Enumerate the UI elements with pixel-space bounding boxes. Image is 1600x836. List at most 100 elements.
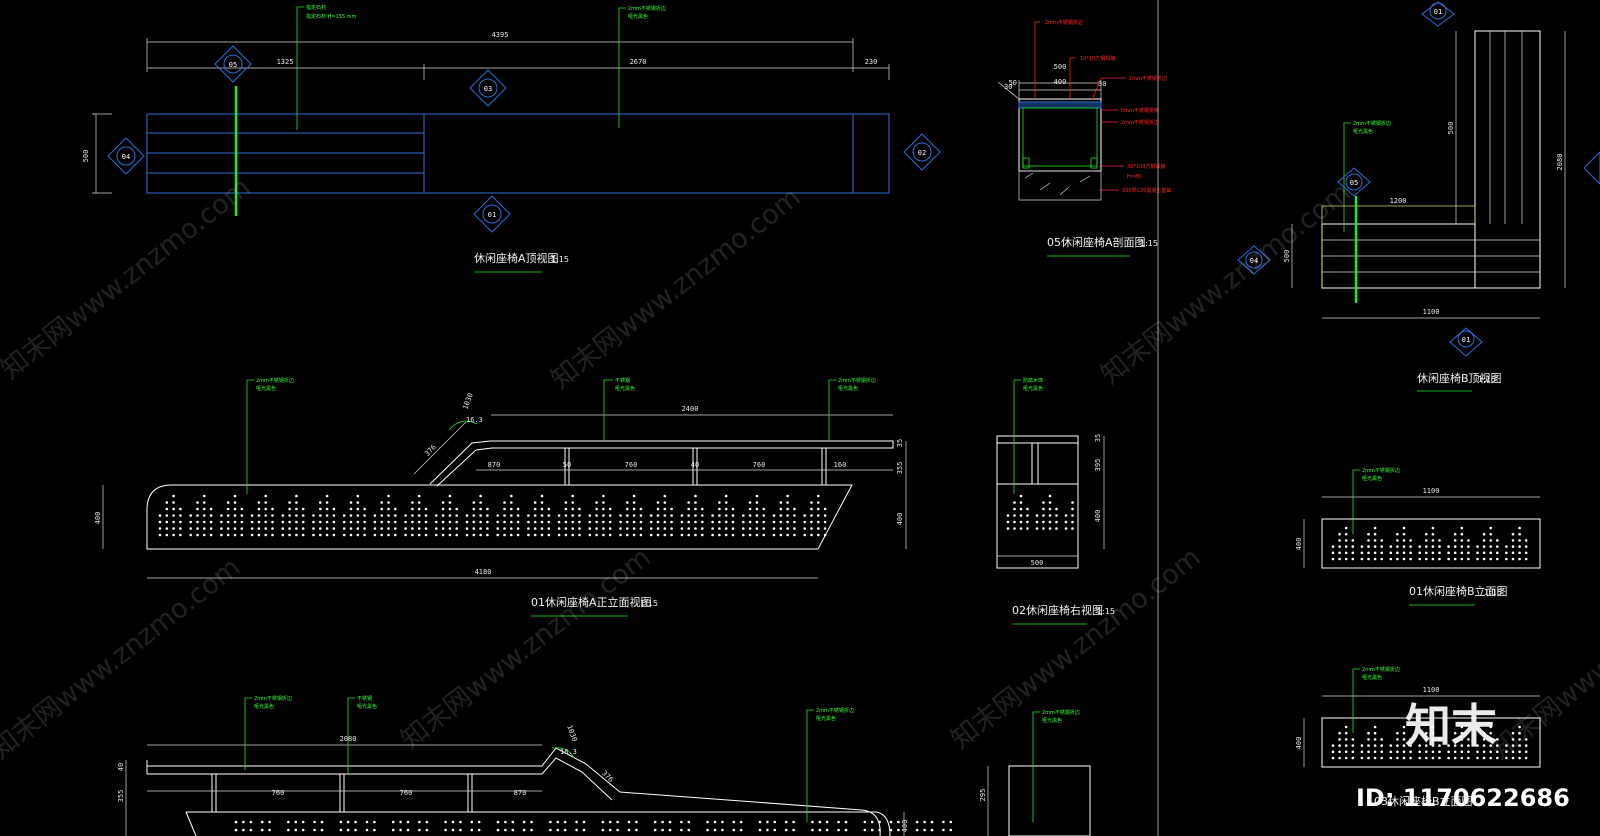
perforation-dot xyxy=(527,533,530,537)
perforation-dot xyxy=(540,494,544,498)
note-green: 哑光黑色 xyxy=(1042,717,1062,724)
perforation-dot xyxy=(1035,527,1039,530)
perforation-dot xyxy=(721,828,724,832)
perforation-dot xyxy=(792,820,795,824)
perforation-dot xyxy=(786,527,789,530)
perforation-dot xyxy=(496,527,500,530)
perforation-dot xyxy=(179,507,182,511)
perforation-dot xyxy=(563,828,567,832)
note-red: 2mm不锈钢折边 xyxy=(1129,75,1167,82)
perforation-dot xyxy=(479,501,482,504)
perforation-dot xyxy=(448,533,452,537)
leader-line xyxy=(347,697,355,774)
perforation-dot xyxy=(1380,545,1383,548)
perforation-dot xyxy=(363,533,366,537)
perforation-dot xyxy=(325,533,329,537)
perforation-dot xyxy=(739,828,743,832)
callout-circle xyxy=(1245,251,1263,269)
perforation-dot xyxy=(595,520,598,524)
perforation-dot xyxy=(627,820,631,824)
perforation-dot xyxy=(441,520,445,524)
perforation-dot xyxy=(1438,545,1441,548)
perforation-dot xyxy=(1505,756,1508,760)
perforation-dot xyxy=(1447,750,1450,754)
perforation-dot xyxy=(762,514,765,517)
perforation-dot xyxy=(387,507,390,511)
perforation-dot xyxy=(1409,539,1412,542)
dim-rear-s1: 760 xyxy=(272,789,285,797)
perforation-dot xyxy=(1431,557,1435,561)
perforation-dot xyxy=(417,514,421,517)
perforation-dot xyxy=(1402,750,1406,754)
perforation-dot xyxy=(1460,756,1464,760)
perforation-dot xyxy=(441,514,445,517)
perforation-dot xyxy=(264,507,268,511)
perforation-dot xyxy=(1460,539,1464,542)
perforation-dot xyxy=(1496,750,1499,754)
perforation-dot xyxy=(1453,545,1457,548)
perforation-dot xyxy=(1367,539,1370,542)
perforation-dot xyxy=(713,820,717,824)
perforation-dot xyxy=(411,507,414,511)
perforation-dot xyxy=(319,533,322,537)
perforation-dot xyxy=(635,828,638,832)
perforation-dot xyxy=(1402,539,1406,542)
perforation-dot xyxy=(1338,551,1341,555)
perforation-dot xyxy=(281,520,285,524)
dim-front-cap: 1030 xyxy=(461,392,474,411)
perforation-dot xyxy=(240,520,244,524)
perforation-dot xyxy=(608,527,612,530)
perforation-dot xyxy=(196,514,199,517)
callout-label: 05 xyxy=(1350,179,1358,187)
perforation-dot xyxy=(1389,744,1393,747)
perforation-dot xyxy=(354,820,357,824)
perforation-dot xyxy=(459,820,462,824)
perforation-dot xyxy=(533,520,537,524)
perforation-dot xyxy=(209,514,213,517)
dim-front-cap-h: 35 xyxy=(896,439,904,447)
perforation-dot xyxy=(209,520,213,524)
perforation-dot xyxy=(608,828,612,832)
perforation-dot xyxy=(595,533,598,537)
perforation-dot xyxy=(1425,738,1428,741)
perforation-dot xyxy=(404,527,407,530)
dim-front-length: 4180 xyxy=(475,568,492,576)
perforation-dot xyxy=(1409,738,1412,741)
perforation-dot xyxy=(563,820,567,824)
perforation-dot xyxy=(406,828,410,832)
perforation-dot xyxy=(373,527,377,530)
perforation-dot xyxy=(203,527,206,530)
view-title-section-05: 05休闲座椅A剖面图 xyxy=(1047,235,1146,249)
perforation-dot xyxy=(1373,731,1377,735)
note-red: 10*10方钢焊接 xyxy=(1080,55,1115,62)
perforation-dot xyxy=(1489,526,1492,530)
perforation-dot xyxy=(766,820,769,824)
perforation-dot xyxy=(656,533,660,537)
dim-section-left: 50 xyxy=(1009,79,1017,87)
perforation-dot xyxy=(755,520,759,524)
dim-front-height-right: 400 xyxy=(896,513,904,526)
side-view-02: 500 395 400 35 防腐木饰 哑光黑色 02休闲座椅右视图 1:15 xyxy=(996,377,1115,625)
perforation-dot xyxy=(1482,731,1486,735)
seat-a-side-body xyxy=(996,435,1079,569)
perforation-dot xyxy=(731,514,735,517)
perforation-dot xyxy=(786,520,789,524)
perforation-dot xyxy=(811,828,814,832)
perforation-dot xyxy=(571,514,574,517)
perforation-dot xyxy=(479,507,482,511)
perforation-dot xyxy=(1351,557,1355,561)
top-view-a: 4395 1325 2670 230 500 指定石材 指定石材 H=155 m… xyxy=(82,4,941,273)
perforation-dot xyxy=(701,514,704,517)
perforation-dot xyxy=(1518,750,1521,754)
perforation-dot xyxy=(626,507,629,511)
perforation-dot xyxy=(784,828,788,832)
perforation-dot xyxy=(1351,738,1355,741)
dim-rear-angle: 16.3 xyxy=(560,748,577,756)
perforation-dot xyxy=(472,527,476,530)
perforation-dot xyxy=(257,527,261,530)
perforation-dot xyxy=(793,514,796,517)
perforation-dot xyxy=(404,533,407,537)
perforation-dot xyxy=(496,514,500,517)
perforation-dot xyxy=(455,527,459,530)
callout-01-top: 01 xyxy=(473,195,511,233)
